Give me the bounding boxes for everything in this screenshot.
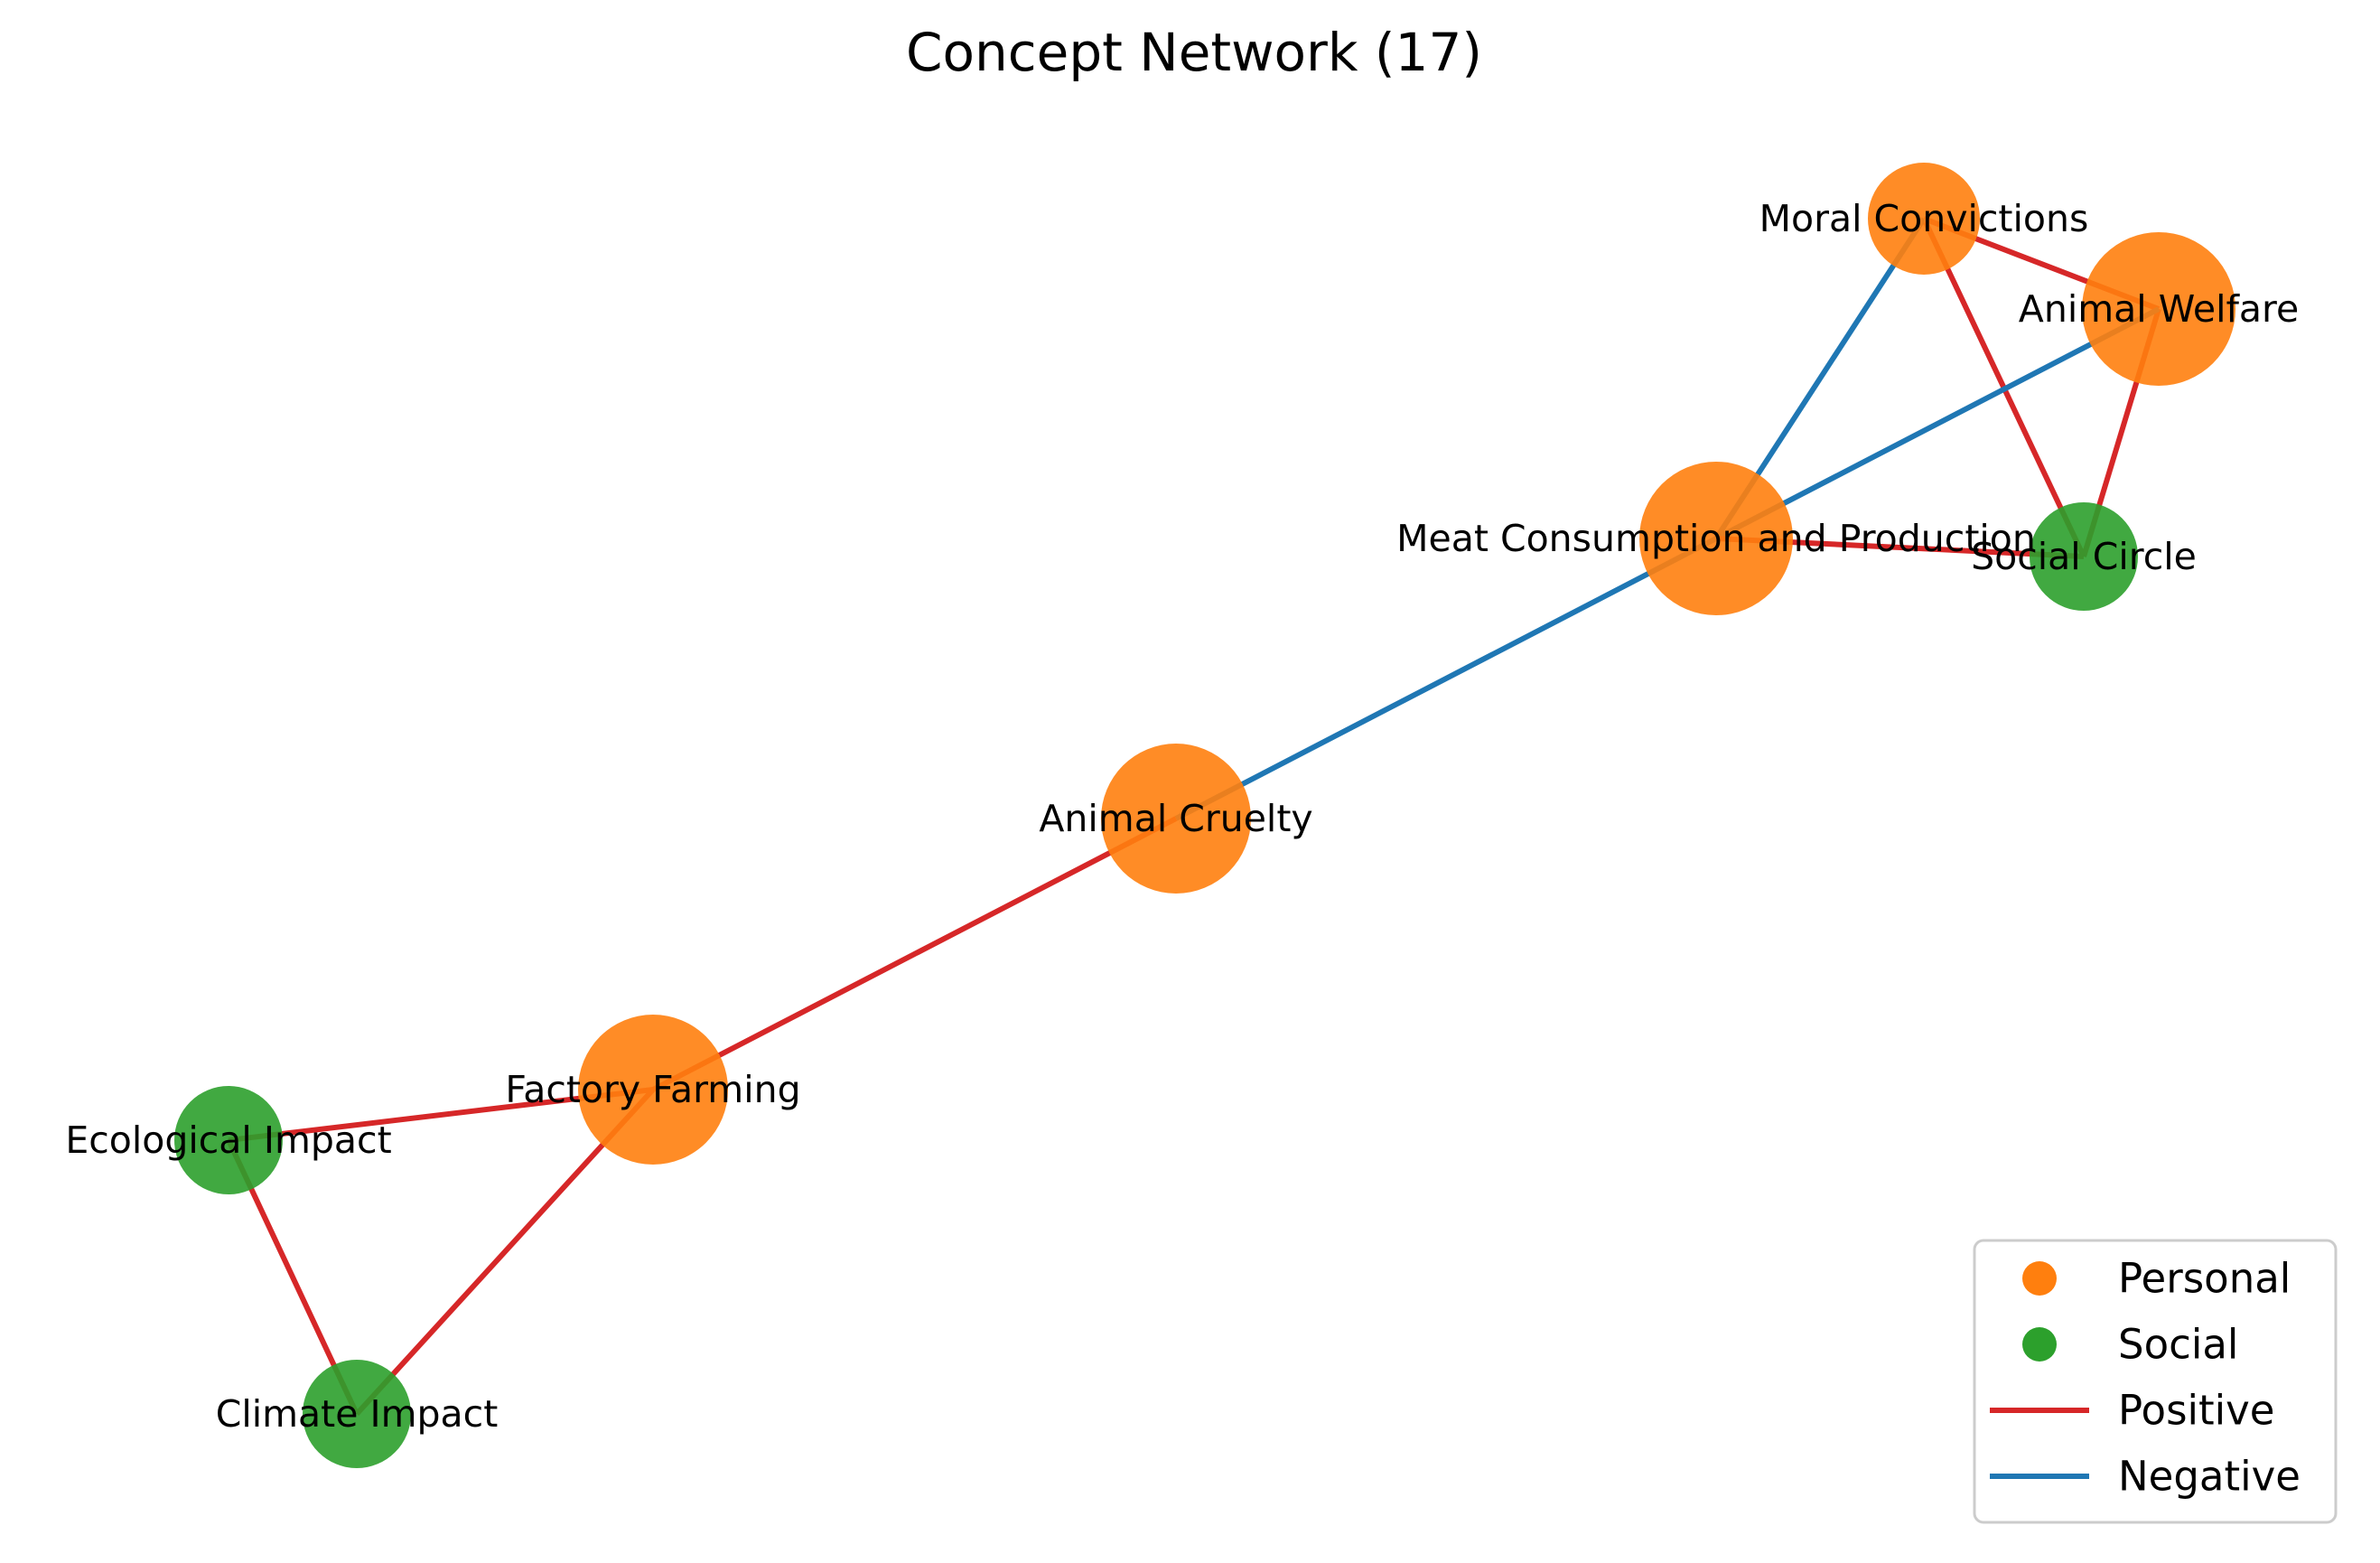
node-label-eco: Ecological Impact	[65, 1118, 391, 1162]
node-label-climate: Climate Impact	[216, 1392, 499, 1436]
edge-cruelty-factory	[651, 816, 1178, 1092]
node-eco[interactable]	[174, 1086, 283, 1194]
node-label-meat: Meat Consumption and Production	[1396, 517, 2036, 560]
legend-frame	[1973, 1239, 2338, 1524]
legend-label-negative: Negative	[2118, 1453, 2301, 1501]
node-social[interactable]	[2030, 502, 2138, 611]
node-climate[interactable]	[303, 1360, 411, 1468]
node-label-welfare: Animal Welfare	[2019, 287, 2299, 331]
legend-label-social: Social	[2118, 1321, 2238, 1369]
node-moral[interactable]	[1868, 163, 1980, 275]
node-cruelty[interactable]	[1101, 744, 1251, 894]
nodes-layer	[174, 163, 2235, 1468]
node-label-moral: Moral Convictions	[1759, 197, 2089, 240]
node-factory[interactable]	[578, 1015, 728, 1165]
legend-label-positive: Positive	[2118, 1387, 2274, 1435]
legend-marker-social	[2022, 1327, 2057, 1362]
legend-label-personal: Personal	[2118, 1255, 2291, 1303]
node-label-cruelty: Animal Cruelty	[1039, 797, 1312, 840]
node-label-social: Social Circle	[1971, 535, 2197, 578]
chart-title: Concept Network (17)	[906, 22, 1482, 83]
node-welfare[interactable]	[2082, 232, 2235, 386]
legend-marker-personal	[2022, 1261, 2057, 1296]
node-meat[interactable]	[1639, 462, 1793, 615]
node-label-factory: Factory Farming	[505, 1068, 800, 1111]
